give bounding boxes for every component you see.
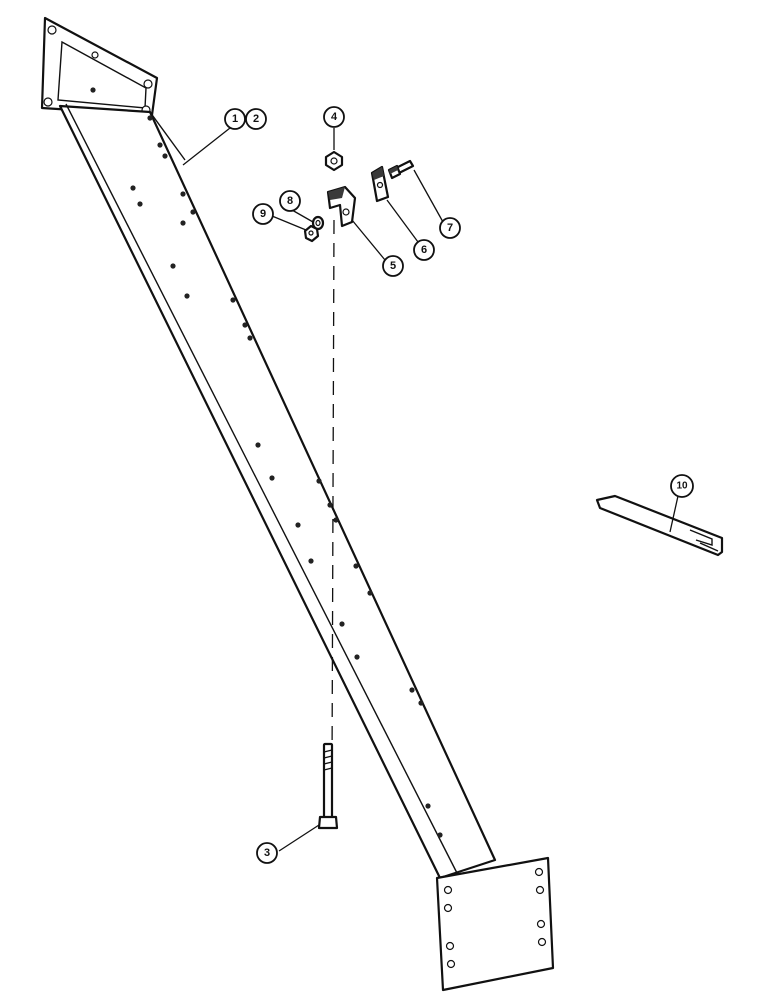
callout-6: 6 [413, 239, 435, 261]
svg-text:7: 7 [447, 222, 453, 234]
bottom-flange-plate [435, 856, 555, 992]
callout-4: 4 [323, 106, 345, 128]
callout-1: 1 [224, 108, 246, 130]
callout-7: 7 [439, 217, 461, 239]
bottom-flange-holes [443, 867, 547, 969]
hex-nut [324, 150, 344, 172]
beam-hole-row [90, 87, 443, 838]
svg-text:2: 2 [253, 113, 259, 125]
angle-bracket [326, 185, 357, 228]
svg-text:1: 1 [232, 113, 238, 125]
callout-5: 5 [382, 255, 404, 277]
small-nut [303, 224, 320, 243]
cap-screw [387, 159, 415, 180]
svg-text:8: 8 [287, 195, 293, 207]
callout-9: 9 [252, 203, 274, 225]
long-bolt [317, 742, 339, 830]
leader-lines [182, 127, 679, 852]
svg-text:3: 3 [264, 847, 270, 859]
svg-text:6: 6 [421, 244, 427, 256]
callout-3: 3 [256, 842, 278, 864]
svg-text:10: 10 [676, 481, 688, 492]
spring-clip [370, 165, 390, 203]
assembly-centerline [331, 219, 335, 771]
callout-10: 10 [670, 474, 694, 498]
callout-8: 8 [279, 190, 301, 212]
svg-text:9: 9 [260, 208, 266, 220]
shim-plate [595, 494, 724, 557]
beam-assembly [40, 16, 555, 992]
svg-text:5: 5 [390, 260, 396, 272]
beam-tube [58, 104, 497, 880]
callout-2: 2 [245, 108, 267, 130]
svg-text:4: 4 [331, 111, 338, 123]
